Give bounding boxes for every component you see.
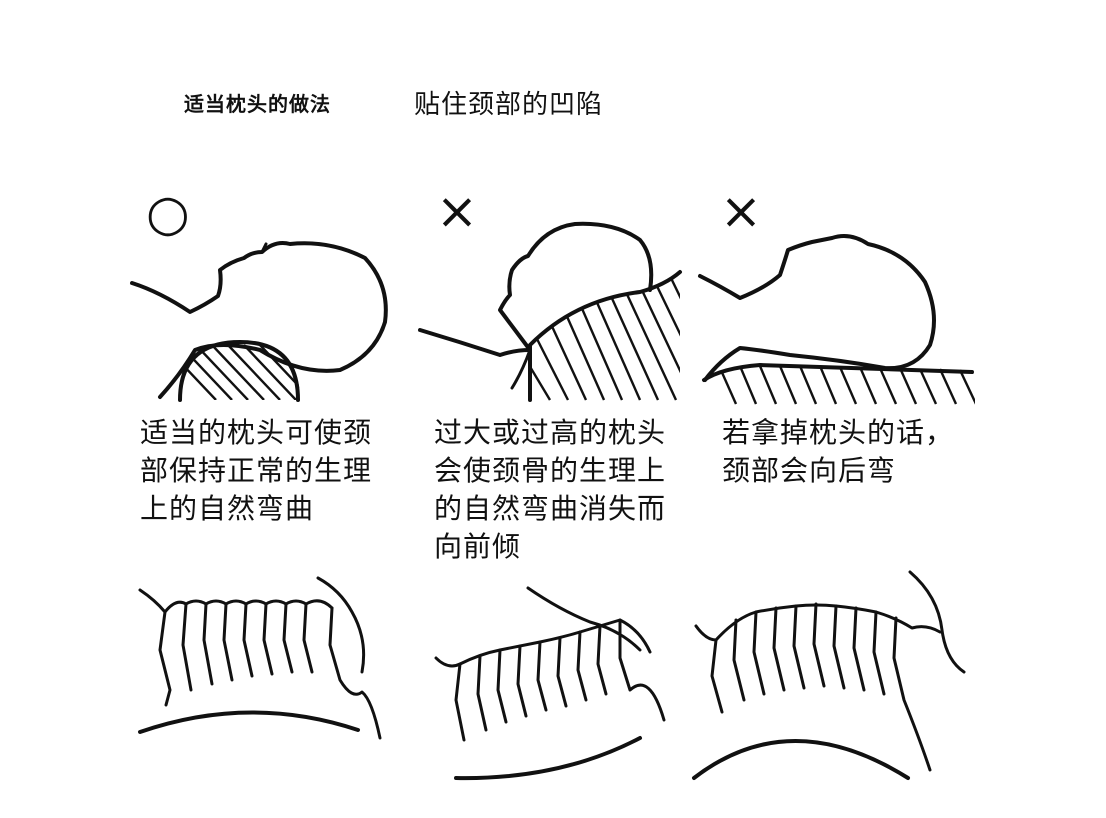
caption-line: 过大或过高的枕头 [434,416,667,449]
caption-line: 若拿掉枕头的话， [722,416,955,449]
panel-3-head-figure [698,234,936,382]
heading-bold: 适当枕头的做法 [184,92,331,116]
caption-line: 向前倾 [434,530,522,563]
panel-2-spine [434,586,666,781]
heading-subtitle: 贴住颈部的凹陷 [414,90,604,120]
panel-1-pillow [178,340,300,402]
panel-2-caption: 过大或过高的枕头 会使颈骨的生理上 的自然弯曲消失而 向前倾 [434,414,714,566]
caption-line: 的自然弯曲消失而 [434,492,667,525]
panel-3-floor [702,363,975,405]
panel-3-spine [692,570,966,780]
caption-line: 适当的枕头可使颈 [140,416,373,449]
panel-2-pillow [528,270,682,402]
wrong-mark-icon: × [720,182,762,240]
panel-1-caption: 适当的枕头可使颈 部保持正常的生理 上的自然弯曲 [140,414,420,528]
caption-line: 会使颈骨的生理上 [434,454,667,487]
panel-1-spine [138,576,382,740]
wrong-mark-icon: × [436,182,478,240]
correct-mark-icon: ○ [146,184,190,242]
caption-line: 部保持正常的生理 [140,454,373,487]
panel-3-caption: 若拿掉枕头的话， 颈部会向后弯 [722,414,1002,490]
panel-1-head-figure [130,241,388,399]
caption-line: 上的自然弯曲 [140,492,315,525]
caption-line: 颈部会向后弯 [722,454,897,487]
